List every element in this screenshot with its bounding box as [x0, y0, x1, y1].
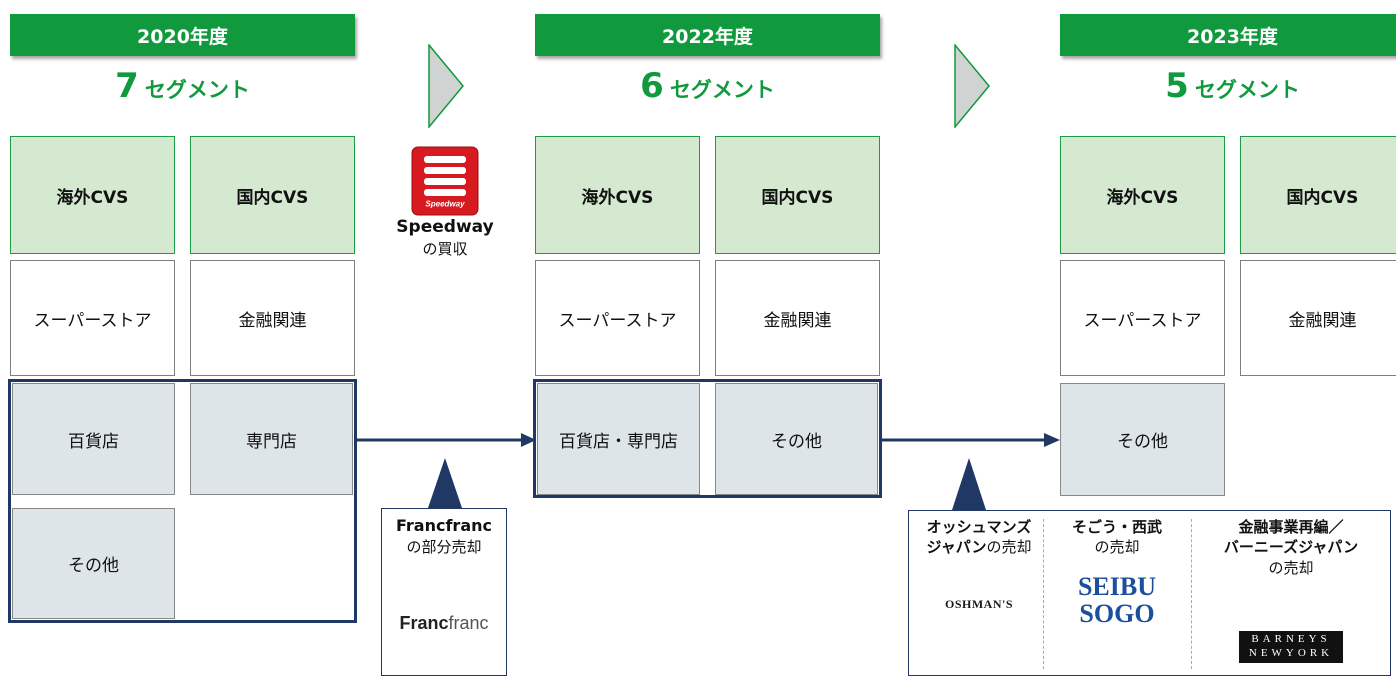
divestiture-title-bold: ジャパン: [926, 538, 987, 557]
newyork-logo-text: NEWYORK: [1248, 646, 1334, 659]
divestiture-title-bold: バーニーズジャパン: [1223, 538, 1359, 557]
segment-count-2022: 6 セグメント: [535, 66, 880, 112]
speedway-action: の買収: [422, 239, 468, 258]
year-label: 2020年度: [137, 25, 228, 48]
seibu-logo-text: SEIBU: [1077, 572, 1157, 601]
francfranc-logo-bold: Franc: [399, 613, 449, 633]
year-banner-2020: 2020年度: [10, 14, 355, 56]
year-label: 2023年度: [1187, 25, 1278, 48]
year-banner-2023: 2023年度: [1060, 14, 1396, 56]
francfranc-name: Francfranc: [396, 516, 492, 535]
segment-label: スーパーストア: [1083, 310, 1202, 331]
segment-overseas-cvs: 海外CVS: [535, 136, 700, 254]
divestiture-oshmans: オッシュマンズ ジャパンの売却: [909, 517, 1049, 558]
segment-label: その他: [771, 431, 822, 452]
segment-label: 海外CVS: [56, 187, 129, 208]
francfranc-logo: Francfranc: [382, 613, 506, 634]
year-banner-2022: 2022年度: [535, 14, 880, 56]
divestiture-box: オッシュマンズ ジャパンの売却 OSHMAN'S そごう・西武 の売却 SEIB…: [908, 510, 1391, 676]
divestiture-action: の売却: [1268, 558, 1314, 577]
segment-count-2020: 7 セグメント: [10, 66, 355, 112]
speedway-logo: Speedway: [411, 146, 479, 216]
segment-label: 百貨店: [68, 431, 119, 452]
segment-label: 金融関連: [238, 310, 307, 331]
segment-count-label: セグメント: [669, 78, 775, 102]
segment-financial: 金融関連: [715, 260, 880, 376]
segment-label: 海外CVS: [1106, 187, 1179, 208]
divider: [1043, 519, 1044, 669]
speedway-name: Speedway: [396, 217, 494, 237]
segment-specialty-store: 専門店: [190, 383, 353, 495]
segment-superstore: スーパーストア: [1060, 260, 1225, 376]
francfranc-logo-light: franc: [448, 613, 489, 633]
year-label: 2022年度: [662, 25, 753, 48]
seibu-sogo-logo: SEIBU SOGO: [1043, 573, 1191, 628]
segment-count-number: 7: [115, 66, 139, 106]
segment-count-number: 5: [1165, 66, 1189, 106]
segment-superstore: スーパーストア: [535, 260, 700, 376]
segment-overseas-cvs: 海外CVS: [1060, 136, 1225, 254]
divider: [1191, 519, 1192, 669]
segment-domestic-cvs: 国内CVS: [1240, 136, 1396, 254]
triangle-up-icon: [952, 458, 986, 510]
oshmans-logo: OSHMAN'S: [909, 597, 1049, 612]
segment-label: 専門店: [246, 431, 297, 452]
divestiture-title: そごう・西武: [1071, 518, 1162, 536]
segment-label: その他: [68, 556, 119, 576]
segment-other: その他: [1060, 383, 1225, 496]
chevron-right-icon: [954, 44, 990, 128]
segment-other: その他: [12, 508, 175, 619]
segment-label: 国内CVS: [236, 187, 309, 208]
segment-label: スーパーストア: [558, 310, 677, 331]
divestiture-sogo-seibu: そごう・西武 の売却: [1043, 517, 1191, 558]
divestiture-title: 金融事業再編／: [1238, 518, 1344, 536]
divestiture-action: の売却: [1094, 538, 1140, 557]
segment-domestic-cvs: 国内CVS: [190, 136, 355, 254]
segment-label: その他: [1117, 432, 1168, 452]
divestiture-action: の売却: [986, 538, 1032, 557]
segment-count-label: セグメント: [144, 78, 250, 102]
divestiture-title: オッシュマンズ: [926, 518, 1032, 536]
segment-label: 国内CVS: [761, 187, 834, 208]
segment-count-number: 6: [640, 66, 664, 106]
segment-label: 海外CVS: [581, 187, 654, 208]
segment-financial: 金融関連: [1240, 260, 1396, 376]
segment-label: 金融関連: [763, 310, 832, 331]
francfranc-divestiture-box: Francfranc の部分売却 Francfranc: [381, 508, 507, 676]
divestiture-barneys: 金融事業再編／ バーニーズジャパン の売却: [1191, 517, 1391, 578]
segment-count-2023: 5 セグメント: [1060, 66, 1396, 112]
segment-count-label: セグメント: [1194, 78, 1300, 102]
barneys-logo-text: BARNEYS: [1251, 633, 1331, 645]
segment-label: 国内CVS: [1286, 187, 1359, 208]
segment-superstore: スーパーストア: [10, 260, 175, 376]
segment-overseas-cvs: 海外CVS: [10, 136, 175, 254]
oshmans-logo-text: OSHMAN'S: [944, 597, 1013, 611]
speedway-acquisition-note: Speedway の買収: [380, 216, 510, 259]
segment-department-store: 百貨店: [12, 383, 175, 495]
restructure-group-frame-2020: [8, 379, 357, 623]
chevron-right-icon: [428, 44, 464, 128]
segment-department-specialty-store: 百貨店・専門店: [537, 383, 700, 495]
segment-other: その他: [715, 383, 878, 495]
segment-label: スーパーストア: [33, 310, 152, 331]
arrow-right-icon: [880, 430, 1062, 450]
speedway-logo-text: Speedway: [425, 200, 465, 209]
francfranc-action: の部分売却: [406, 537, 482, 556]
segment-label: 金融関連: [1288, 310, 1357, 331]
sogo-logo-text: SOGO: [1079, 599, 1155, 629]
segment-label: 百貨店・専門店: [559, 431, 678, 452]
barneys-logo: BARNEYS NEWYORK: [1239, 631, 1343, 663]
segment-financial: 金融関連: [190, 260, 355, 376]
arrow-right-icon: [355, 430, 537, 450]
segment-domestic-cvs: 国内CVS: [715, 136, 880, 254]
triangle-up-icon: [428, 458, 462, 508]
